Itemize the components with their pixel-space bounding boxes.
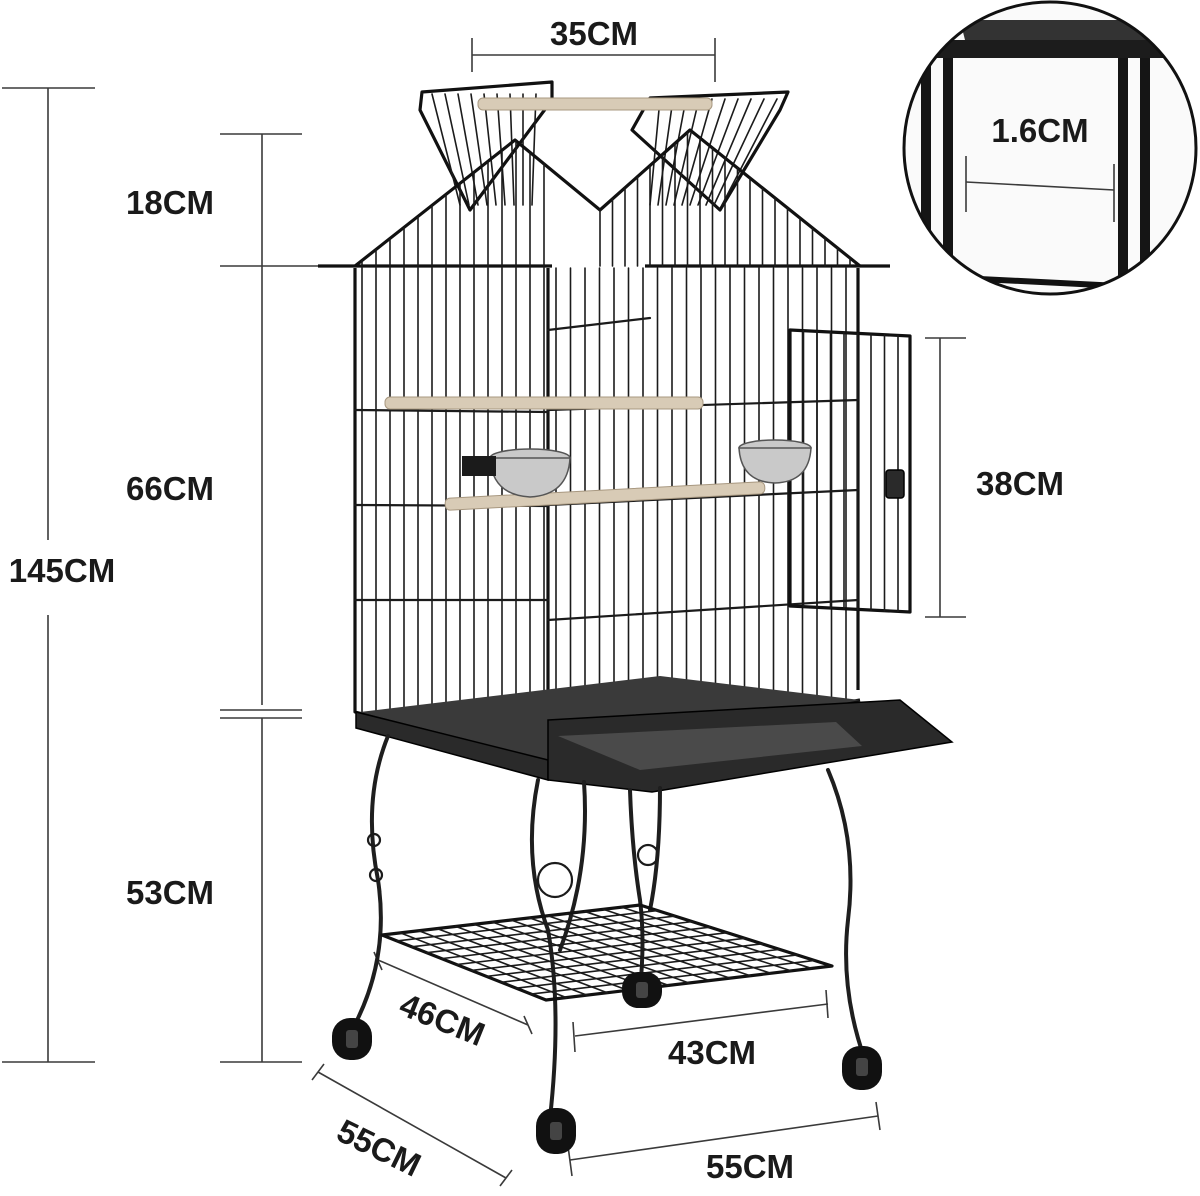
cage-wire	[713, 98, 765, 206]
segment-height-guide: 18CM 66CM 53CM	[126, 133, 330, 1063]
cage-wire	[473, 923, 649, 989]
cage-door	[788, 328, 912, 614]
lower-perch	[444, 481, 766, 511]
shelf-depth-label: 46CM	[395, 986, 490, 1053]
wheel-front-right	[842, 1046, 882, 1090]
cage-body-height-label: 66CM	[126, 470, 214, 507]
shelf-depth-guide: 46CM	[373, 951, 533, 1053]
lower-shelf	[380, 903, 834, 1002]
stand-height-label: 53CM	[126, 874, 214, 911]
cage-wire	[547, 914, 731, 979]
top-perch	[477, 97, 713, 111]
inset-bars	[904, 2, 1196, 294]
cage-wire	[705, 98, 752, 206]
cage-wire	[528, 917, 711, 982]
total-height-label: 145CM	[9, 552, 115, 589]
cage-wire	[418, 929, 588, 996]
base-width-guide: 55CM	[567, 1101, 881, 1185]
cage-wire	[454, 925, 629, 992]
base-depth-label: 55CM	[331, 1112, 426, 1184]
door-height-guide: 38CM	[925, 337, 1064, 618]
bar-spacing-inset: 1.6CM	[902, 0, 1198, 296]
roof-peaks	[318, 128, 890, 268]
bar-spacing-label: 1.6CM	[991, 112, 1088, 149]
cage-wire	[565, 912, 752, 977]
cage-wire	[510, 919, 690, 984]
cage-floor	[355, 676, 954, 793]
door-height-label: 38CM	[976, 465, 1064, 502]
feeding-bowl-left	[462, 448, 571, 498]
cage-wire	[531, 93, 537, 206]
feeding-bowl-right	[738, 439, 812, 484]
roof-opening-panels	[418, 80, 790, 212]
cage-wire	[649, 98, 661, 206]
cage-wire	[444, 93, 470, 206]
top-width-label: 35CM	[550, 15, 638, 52]
cage-wire	[583, 910, 772, 975]
base-width-label: 55CM	[706, 1148, 794, 1185]
cage-wire	[665, 98, 687, 206]
top-width-guide: 35CM	[471, 15, 716, 82]
cage-wire	[436, 927, 609, 994]
caster-wheels	[332, 972, 882, 1154]
door-latch	[885, 469, 905, 499]
middle-perch	[384, 396, 704, 410]
cage-wire	[470, 93, 488, 206]
base-depth-guide: 55CM	[311, 1063, 513, 1187]
total-height-guide: 145CM	[2, 87, 115, 1063]
stand-legs	[350, 734, 867, 1120]
shelf-width-guide: 43CM	[572, 989, 829, 1071]
cage-wire	[620, 906, 813, 970]
cage-wire	[509, 93, 515, 206]
cage-wire	[689, 98, 726, 206]
wheel-back	[622, 972, 662, 1008]
cage-wire	[483, 93, 497, 206]
cage-wire	[457, 93, 479, 206]
wheel-front-left	[332, 1018, 372, 1060]
birdcage-illustration	[318, 80, 954, 1154]
cage-wire	[673, 98, 700, 206]
roof-height-label: 18CM	[126, 184, 214, 221]
cage-wire	[399, 932, 568, 999]
wheel-front-center	[536, 1108, 576, 1154]
shelf-width-label: 43CM	[668, 1034, 756, 1071]
cage-wire	[721, 98, 778, 206]
cage-wire	[602, 908, 792, 972]
